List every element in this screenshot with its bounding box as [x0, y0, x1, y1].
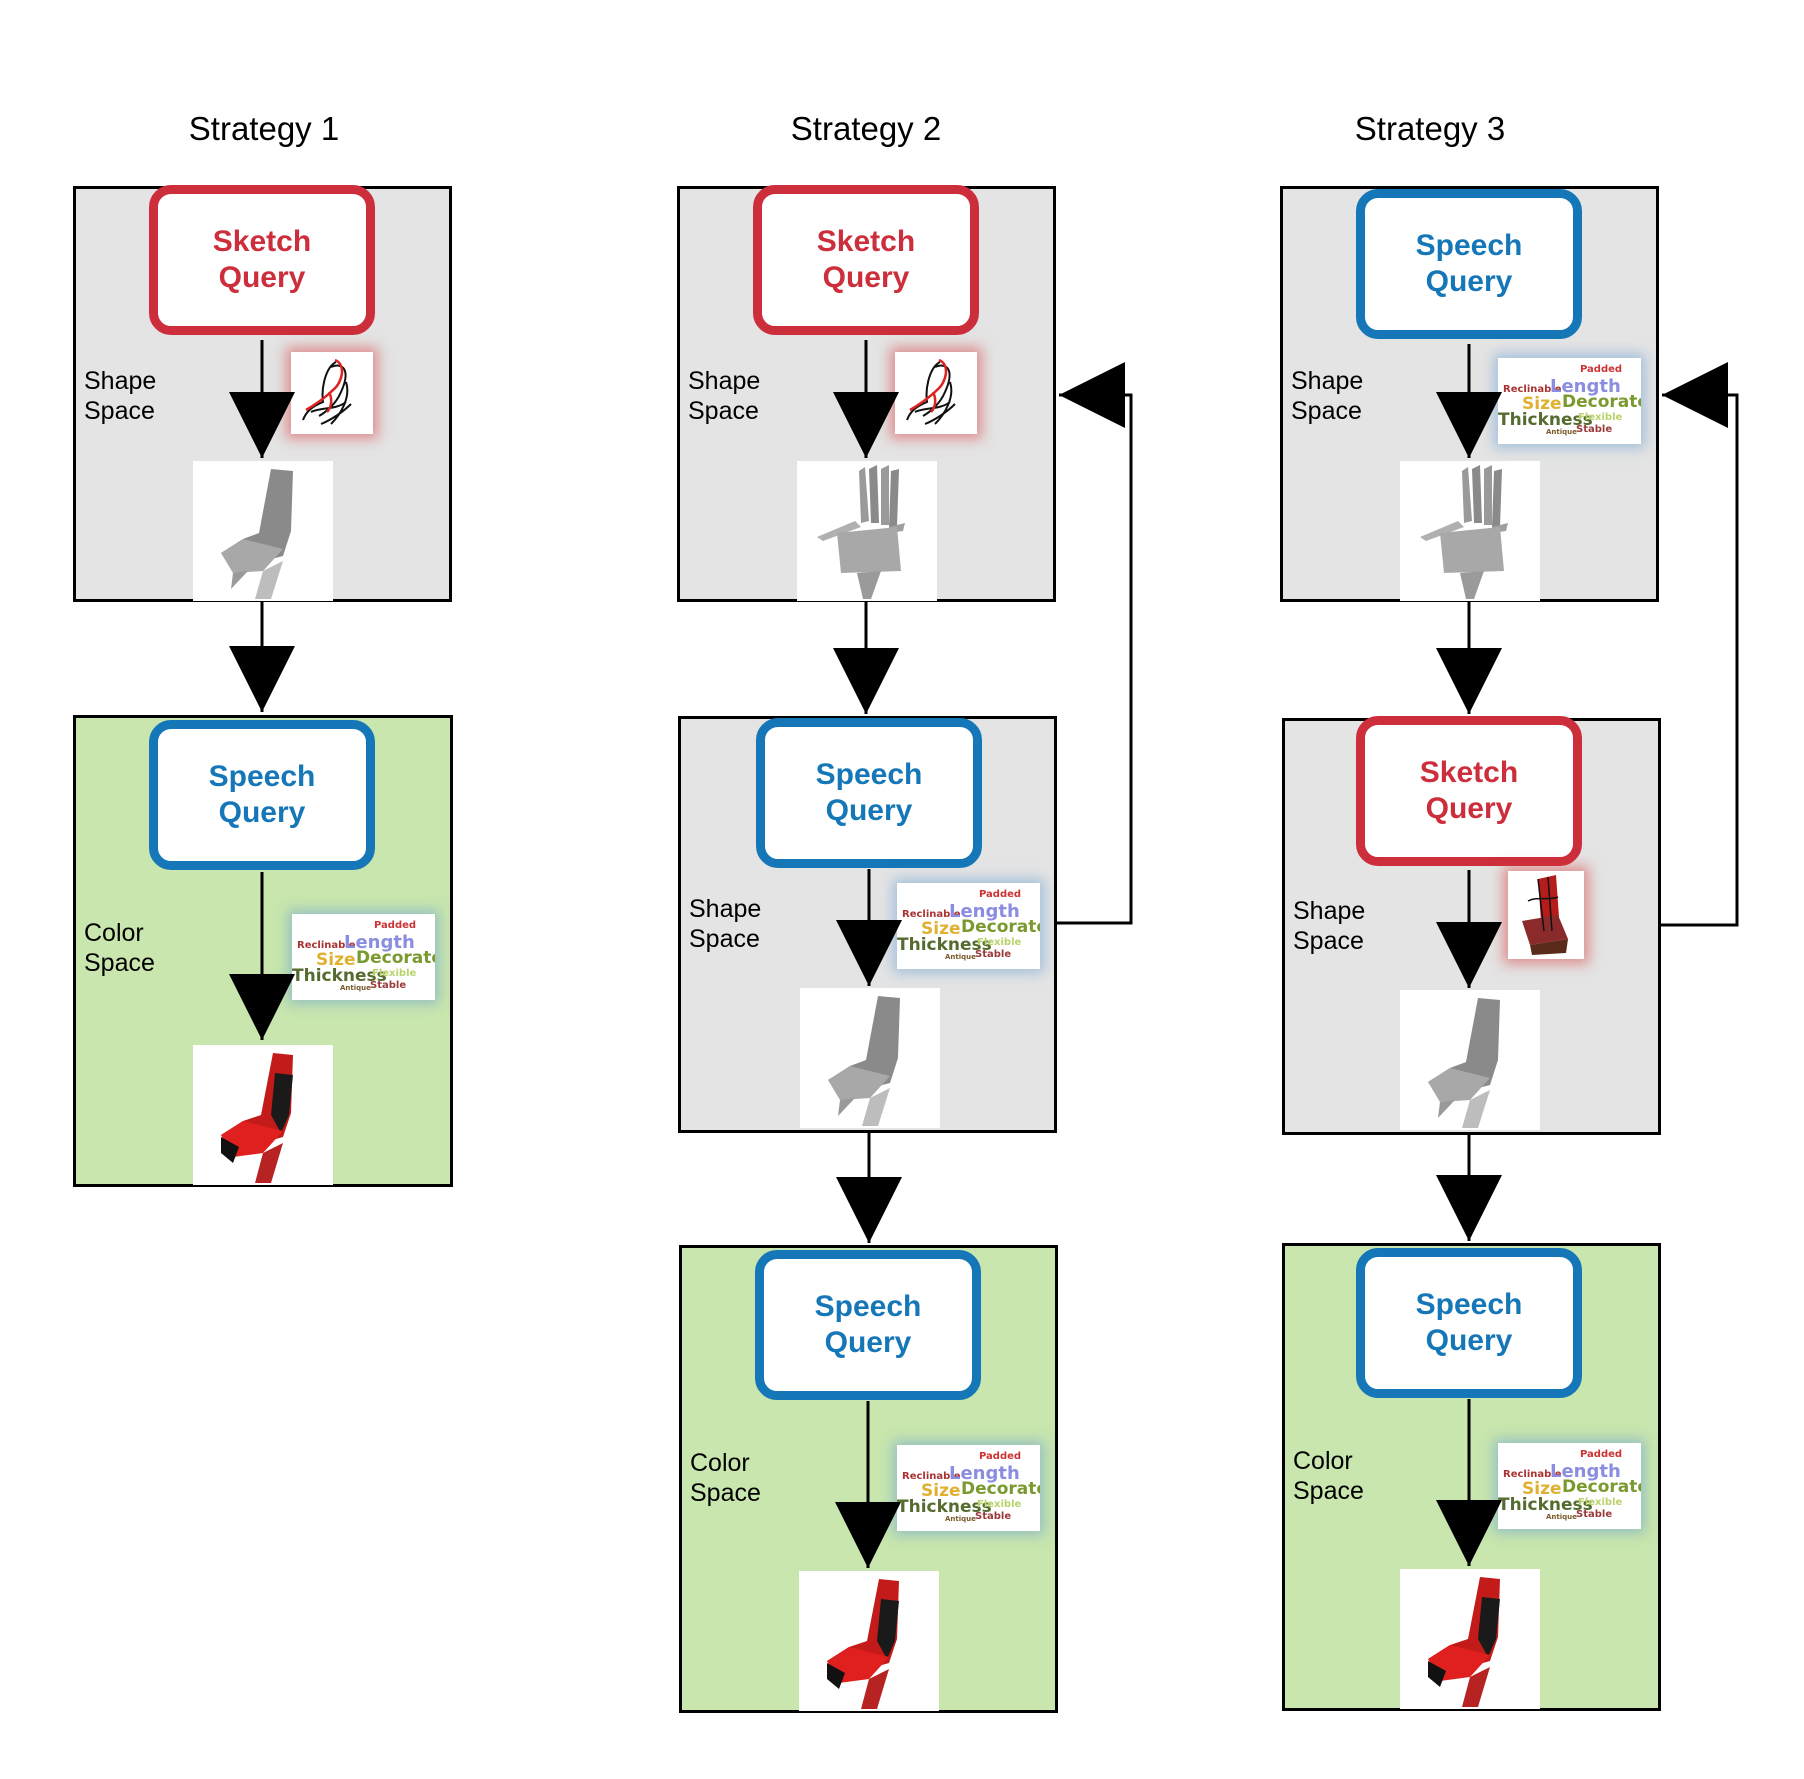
wc-word: Antique [945, 953, 976, 961]
s2-feedback-arrow [1057, 362, 1133, 925]
s2-speech-query-1-box: Speech Query [756, 718, 982, 868]
wc-word: Padded [979, 889, 1022, 900]
s2-shape-space-2-label: Shape Space [689, 895, 762, 953]
wc-word: Flexible [1578, 412, 1623, 423]
s1-sketch-thumbnail [291, 352, 373, 434]
s2-red-chair-result [799, 1571, 939, 1711]
s3-sketch-query-box: Sketch Query [1356, 716, 1582, 866]
s2-word-cloud-2: Reclinable Length Padded Size Decorated … [897, 1445, 1040, 1531]
wc-word: Flexible [372, 968, 417, 979]
s3-feedback-arrow [1661, 362, 1739, 927]
wc-word: Length [1550, 1461, 1621, 1482]
wc-word: Length [949, 1463, 1020, 1484]
wc-word: Thickness [897, 1497, 992, 1517]
s1-color-space-label: Color Space [84, 919, 155, 977]
s2-adirondack-chair-result [797, 461, 937, 601]
wc-word: Decorated [961, 1479, 1040, 1499]
wc-word: Reclinable [1503, 1469, 1562, 1480]
s3-red-chair-result [1400, 1569, 1540, 1709]
wc-word: Size [316, 950, 356, 970]
wc-word: Size [1522, 394, 1562, 414]
s2-word-cloud-1: Reclinable Length Padded Size Decorated … [897, 883, 1040, 969]
wc-word: Decorated [1562, 1477, 1641, 1497]
strategy-3-title: Strategy 3 [1354, 110, 1506, 147]
s3-shape-space-2-label: Shape Space [1293, 897, 1366, 955]
s2-shape-space-1-label: Shape Space [688, 367, 761, 425]
wc-word: Thickness [1498, 1495, 1593, 1515]
wc-word: Padded [1580, 1449, 1623, 1460]
wc-word: Reclinable [902, 1471, 961, 1482]
wc-word: Reclinable [902, 909, 961, 920]
wc-word: Size [921, 919, 961, 939]
wc-word: Length [1550, 376, 1621, 397]
wc-word: Stable [975, 1511, 1012, 1522]
wc-word: Size [921, 1481, 961, 1501]
wc-word: Antique [945, 1515, 976, 1523]
s1-speech-query-box: Speech Query [149, 720, 375, 870]
s2-color-space-label: Color Space [690, 1449, 761, 1507]
strategy-2-title: Strategy 2 [790, 110, 942, 147]
wc-word: Flexible [1578, 1497, 1623, 1508]
wc-word: Antique [340, 984, 371, 992]
wc-word: Padded [1580, 364, 1623, 375]
wc-word: Flexible [977, 937, 1022, 948]
wc-word: Reclinable [1503, 384, 1562, 395]
wc-word: Stable [370, 980, 407, 991]
wc-word: Stable [1576, 424, 1613, 435]
wc-word: Decorated [356, 948, 435, 968]
s1-word-cloud: Reclinable Length Padded Size Decorated … [292, 914, 435, 1000]
s3-word-cloud-2: Reclinable Length Padded Size Decorated … [1498, 1443, 1641, 1529]
s2-sketch-thumbnail [895, 352, 977, 434]
s1-shape-space-label: Shape Space [84, 367, 157, 425]
s3-gray-chair-result [1400, 990, 1540, 1130]
wc-word: Antique [1546, 428, 1577, 436]
wc-word: Thickness [897, 935, 992, 955]
s1-red-chair-result [193, 1045, 333, 1185]
s3-speech-query-1-box: Speech Query [1356, 189, 1582, 339]
wc-word: Padded [374, 920, 417, 931]
wc-word: Padded [979, 1451, 1022, 1462]
wc-word: Decorated [961, 917, 1040, 937]
s1-gray-chair-result [193, 461, 333, 601]
wc-word: Flexible [977, 1499, 1022, 1510]
sketch-drawing-icon [906, 358, 956, 425]
s3-colored-sketch-thumbnail [1508, 871, 1584, 959]
wc-word: Stable [1576, 1509, 1613, 1520]
wc-word: Size [1522, 1479, 1562, 1499]
s2-gray-chair-result [800, 988, 940, 1128]
wc-word: Thickness [1498, 410, 1593, 430]
wc-word: Length [949, 901, 1020, 922]
wc-word: Stable [975, 949, 1012, 960]
sketch-drawing-icon [302, 358, 352, 425]
s3-word-cloud-1: Reclinable Length Padded Size Decorated … [1498, 358, 1641, 444]
s2-speech-query-2-box: Speech Query [755, 1250, 981, 1400]
wc-word: Decorated [1562, 392, 1641, 412]
s3-adirondack-chair-result [1400, 461, 1540, 601]
wc-word: Reclinable [297, 940, 356, 951]
wc-word: Antique [1546, 1513, 1577, 1521]
strategy-1-title: Strategy 1 [188, 110, 340, 147]
s3-speech-query-2-box: Speech Query [1356, 1248, 1582, 1398]
wc-word: Length [344, 932, 415, 953]
s3-shape-space-1-label: Shape Space [1291, 367, 1364, 425]
wc-word: Thickness [292, 966, 387, 986]
s1-sketch-query-box: Sketch Query [149, 185, 375, 335]
s2-sketch-query-box: Sketch Query [753, 185, 979, 335]
s3-color-space-label: Color Space [1293, 1447, 1364, 1505]
sketch-drawing-icon [1522, 875, 1568, 955]
